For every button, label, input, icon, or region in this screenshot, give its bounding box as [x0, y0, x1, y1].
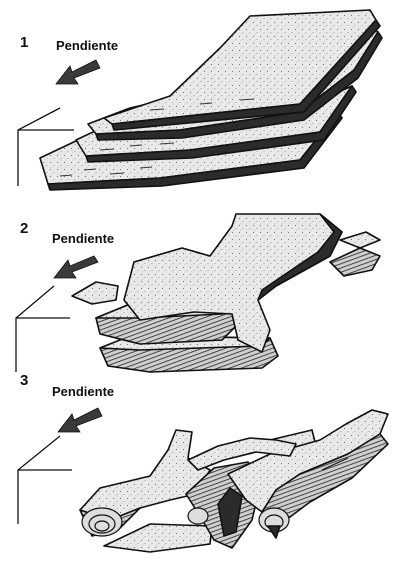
- panel-1: 1 Pendiente: [18, 10, 382, 190]
- panel-2: 2 Pendiente: [16, 214, 380, 372]
- stacked-lava-sheets: [40, 10, 382, 190]
- panel-number: 2: [20, 220, 28, 237]
- slope-label: Pendiente: [52, 231, 114, 246]
- slope-label: Pendiente: [52, 384, 114, 399]
- panel-number: 3: [20, 372, 28, 389]
- axes-icon: [16, 286, 70, 372]
- slope-arrow-icon: [56, 60, 100, 84]
- panel-number: 1: [20, 34, 28, 51]
- slope-arrow-icon: [54, 256, 98, 278]
- axes-icon: [18, 436, 72, 524]
- slope-arrow-icon: [58, 408, 102, 432]
- lava-tube-forming: [72, 214, 380, 372]
- slope-label: Pendiente: [56, 38, 118, 53]
- panel-3: 3 Pendiente: [18, 372, 388, 552]
- lava-tube-network: [80, 410, 388, 552]
